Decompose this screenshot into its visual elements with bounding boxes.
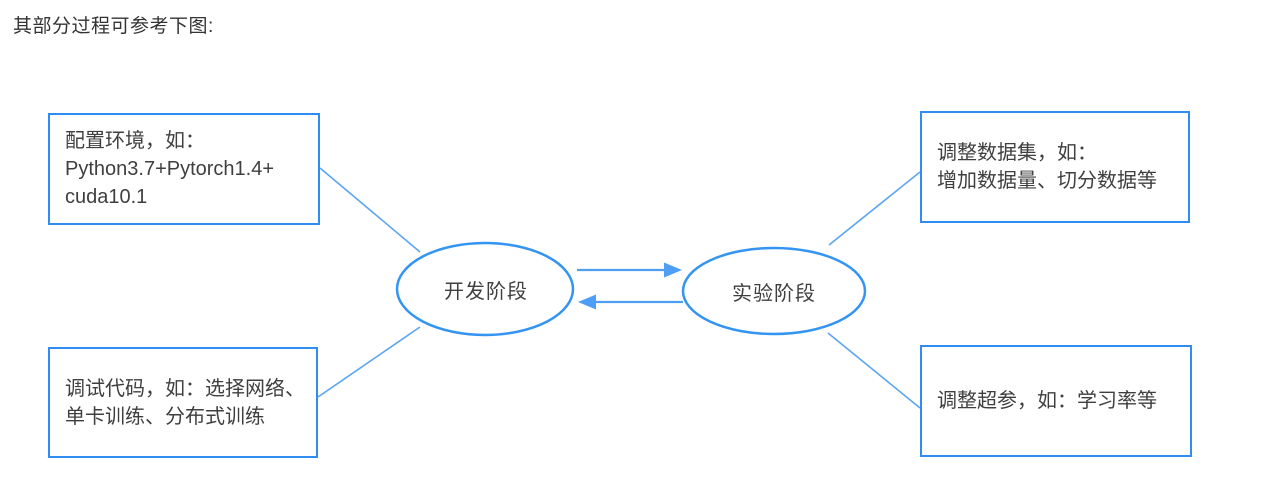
box-configure-environment: 配置环境，如： Python3.7+Pytorch1.4+ cuda10.1 (48, 113, 320, 225)
ellipse-experiment-stage (681, 246, 867, 336)
box-text-line: 增加数据量、切分数据等 (937, 170, 1157, 192)
node-development-stage: 开发阶段 (397, 243, 575, 335)
box-adjust-dataset: 调整数据集，如： 增加数据量、切分数据等 (920, 111, 1190, 223)
node-label-text: 开发阶段 (444, 280, 528, 303)
page-title: 其部分过程可参考下图: (13, 16, 214, 37)
box-text-line: 调整数据集，如： (937, 142, 1097, 164)
ellipse-development-stage (395, 241, 575, 337)
connector-line-exp-to-hyperparam (827, 332, 921, 409)
connector-line-env-to-dev (319, 167, 421, 253)
arrow-exp-to-dev-icon (578, 294, 683, 310)
box-text-line: 单卡训练、分布式训练 (65, 405, 265, 428)
box-text-line: 调试代码，如：选择网络、 (65, 377, 305, 400)
arrow-dev-to-exp-icon (577, 262, 682, 278)
box-adjust-hyperparameters: 调整超参，如：学习率等 (920, 345, 1192, 457)
box-text-line: Python3.7+Pytorch1.4+ (65, 158, 275, 180)
box-debug-code: 调试代码，如：选择网络、 单卡训练、分布式训练 (48, 347, 318, 458)
node-experiment-stage: 实验阶段 (683, 248, 865, 334)
connector-line-code-to-dev (317, 326, 421, 398)
node-label-text: 实验阶段 (732, 282, 816, 305)
connector-line-exp-to-dataset (828, 171, 921, 246)
box-text-line: cuda10.1 (65, 186, 148, 208)
box-text-line: 配置环境，如： (65, 130, 205, 152)
box-text-line: 调整超参，如：学习率等 (937, 390, 1157, 412)
